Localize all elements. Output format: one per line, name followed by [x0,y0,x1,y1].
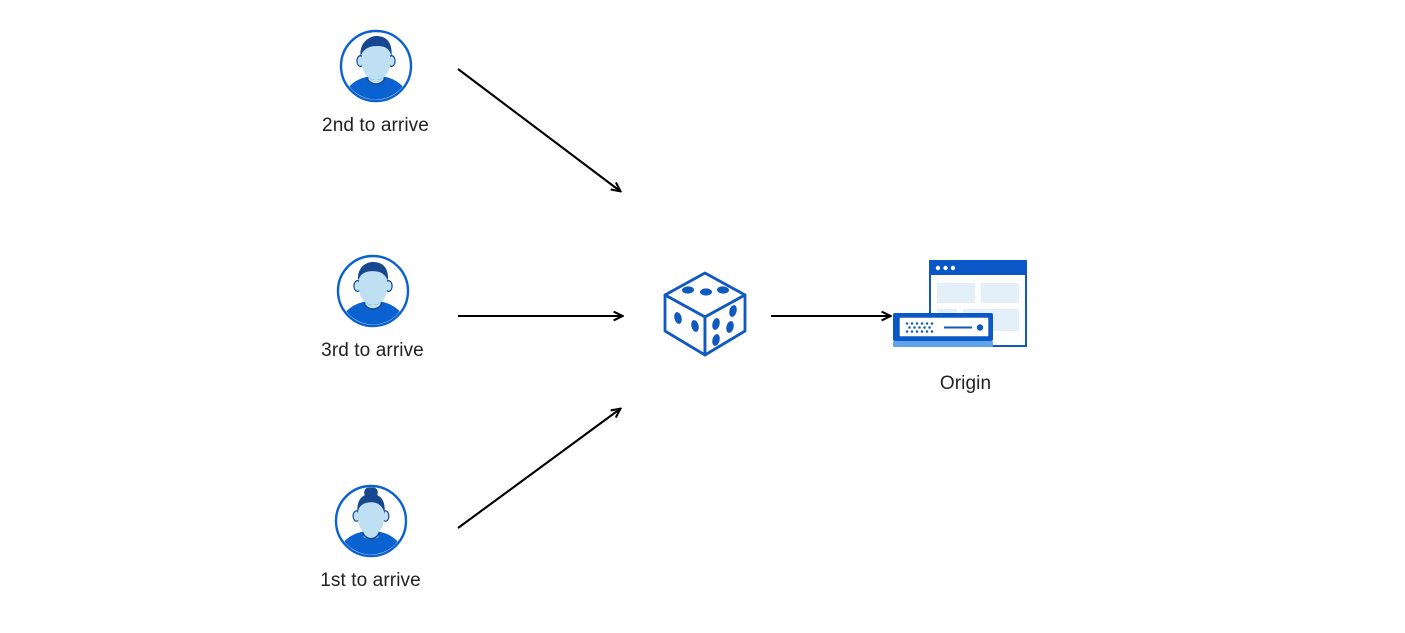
node-origin: Origin [888,256,1043,396]
user-avatar-icon [338,28,414,104]
node-label: 3rd to arrive [321,340,424,361]
node-client-1st: 1st to arrive [283,483,458,593]
node-label: 2nd to arrive [322,115,429,136]
node-client-2nd: 2nd to arrive [288,28,463,138]
user-avatar-icon [333,483,409,559]
edge-2nd-to-dice [457,68,620,191]
node-dice [655,265,755,361]
network-device [893,313,993,347]
node-label: Origin [939,373,992,394]
node-label: 1st to arrive [320,570,421,591]
node-client-3rd: 3rd to arrive [285,253,460,363]
dice-icon [657,265,753,361]
edge-1st-to-dice [457,409,620,529]
user-avatar-icon [335,253,411,329]
origin-server-icon [888,256,1043,366]
